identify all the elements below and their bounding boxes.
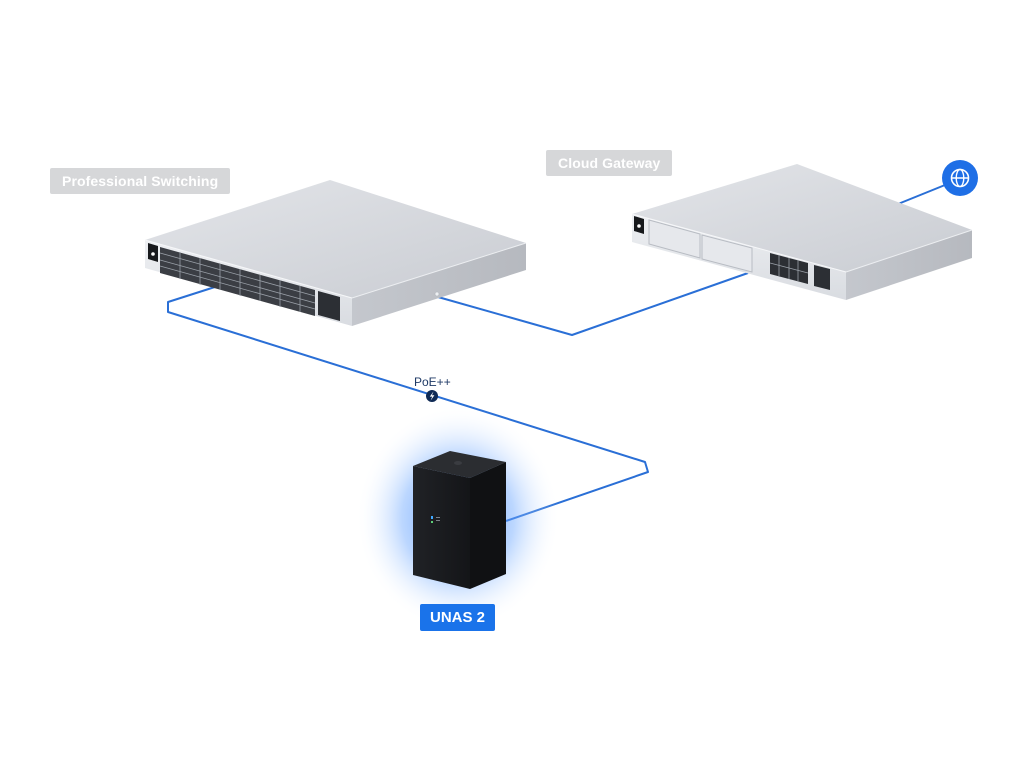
- connection-lines: [167, 184, 946, 522]
- nas-device[interactable]: [356, 406, 560, 630]
- link-gateway-to-internet: [897, 184, 946, 205]
- globe-icon[interactable]: [942, 160, 978, 196]
- gateway-label: Cloud Gateway: [546, 150, 673, 176]
- poe-label: PoE++: [414, 375, 451, 389]
- switch-device[interactable]: [144, 180, 527, 326]
- gateway-device[interactable]: [631, 164, 973, 300]
- switch-label: Professional Switching: [50, 168, 231, 194]
- gateway-drive-bays: [648, 219, 753, 273]
- lightning-bolt-icon: [426, 390, 438, 402]
- link-switch-to-nas: [167, 285, 649, 522]
- link-switch-to-gateway: [437, 272, 749, 336]
- switch-port-block: [159, 247, 340, 321]
- gateway-display: [634, 216, 644, 234]
- nas-status-light: [431, 516, 440, 523]
- switch-display: [148, 243, 158, 262]
- nas-label: UNAS 2: [420, 604, 496, 631]
